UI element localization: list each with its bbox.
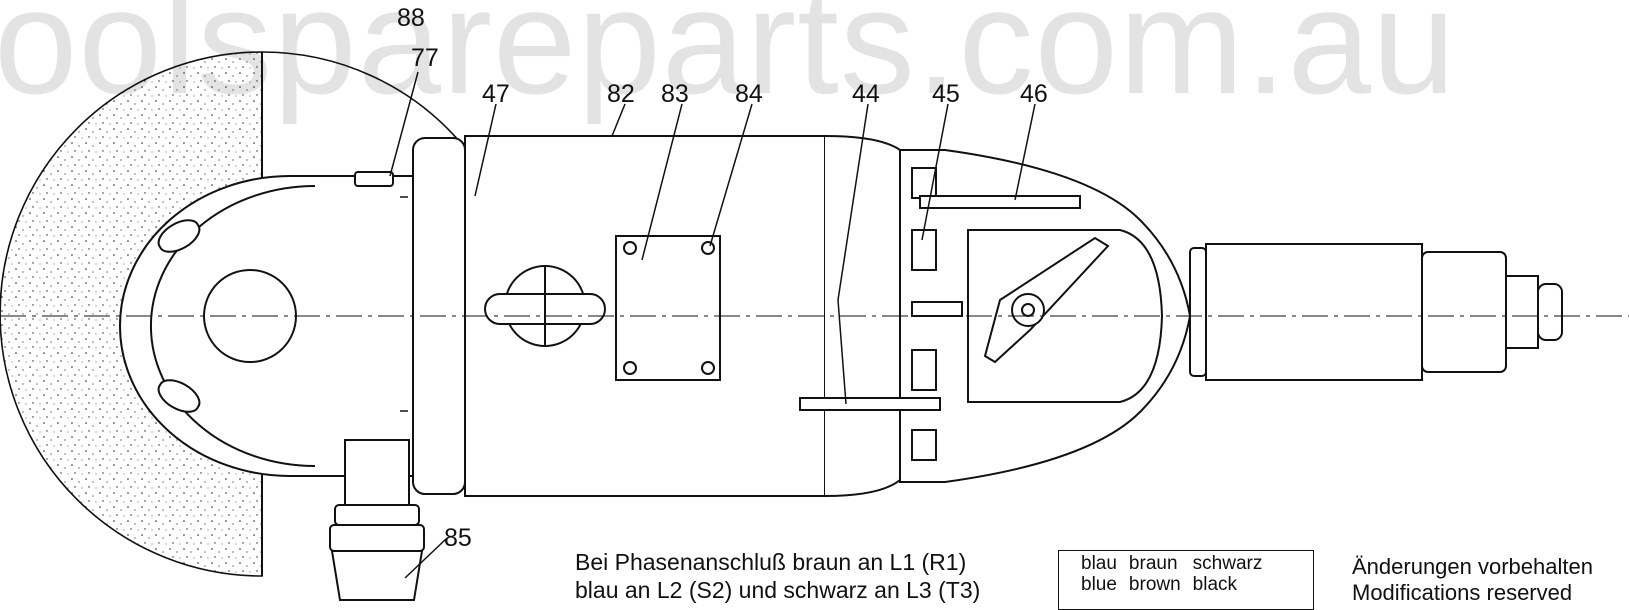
color-cell: braun	[1128, 553, 1178, 574]
gear-head	[119, 171, 431, 477]
color-cell: black	[1192, 574, 1238, 595]
callout-82: 82	[607, 80, 635, 108]
modifications-note: Änderungen vorbehalten Modifications res…	[1352, 554, 1593, 606]
wiring-note: Bei Phasenanschluß braun an L1 (R1) blau…	[575, 548, 980, 604]
modifications-line1: Änderungen vorbehalten	[1352, 554, 1593, 579]
modifications-line2: Modifications reserved	[1352, 580, 1573, 605]
color-cell: schwarz	[1192, 553, 1263, 574]
color-row-german: blau braun schwarz	[1081, 553, 1274, 574]
wiring-note-line2: blau an L2 (S2) und schwarz an L3 (T3)	[575, 577, 981, 603]
callout-77: 77	[411, 44, 439, 72]
color-cell: blue	[1081, 574, 1117, 595]
rating-plate	[615, 235, 721, 381]
callout-47: 47	[482, 80, 510, 108]
color-cell: brown	[1128, 574, 1181, 595]
color-cell: blau	[1081, 553, 1117, 574]
callout-44: 44	[852, 80, 880, 108]
color-row-english: blue brown black	[1081, 574, 1274, 595]
callout-88: 88	[397, 4, 425, 32]
callout-45: 45	[932, 80, 960, 108]
callout-84: 84	[735, 80, 763, 108]
leader-lines	[389, 71, 1036, 579]
callout-46: 46	[1020, 80, 1048, 108]
wiring-note-line1: Bei Phasenanschluß braun an L1 (R1)	[575, 549, 967, 575]
callout-85: 85	[444, 524, 472, 552]
rear-handle	[1189, 243, 1563, 381]
wire-color-table: blau braun schwarz blue brown black	[1058, 550, 1314, 610]
callout-83: 83	[661, 80, 689, 108]
spindle-85	[329, 439, 425, 601]
